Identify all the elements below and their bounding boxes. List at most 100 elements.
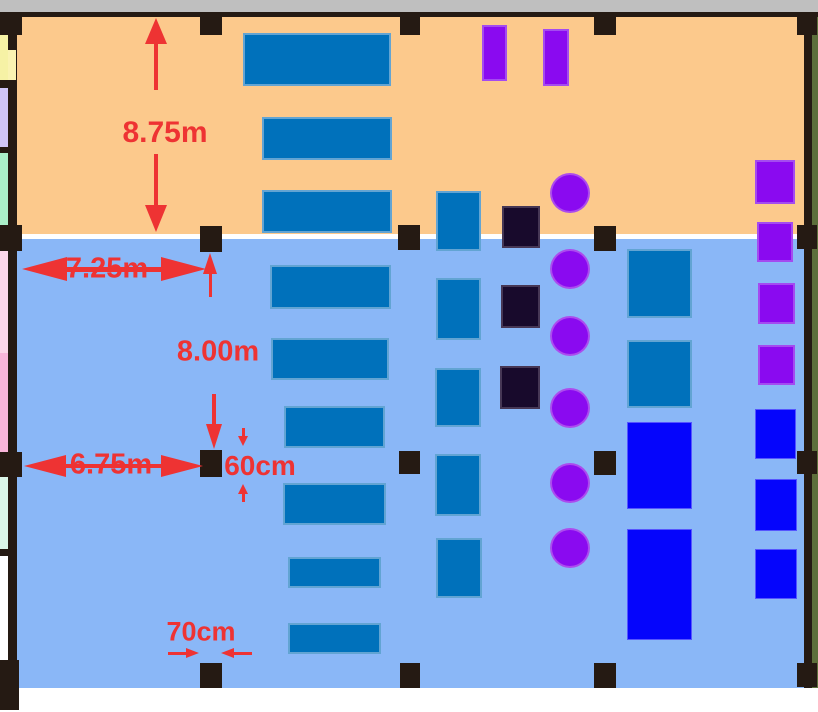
chair[interactable] <box>550 463 590 503</box>
desk[interactable] <box>243 33 391 86</box>
cabinet[interactable] <box>755 409 796 459</box>
structural-column <box>594 663 616 688</box>
structural-column <box>398 225 420 250</box>
dimension-label[interactable]: 8.00m <box>176 335 260 368</box>
dimension-arrow-head <box>161 455 203 477</box>
dimension-arrow-head <box>203 253 217 274</box>
cabinet[interactable] <box>755 479 797 531</box>
locker[interactable] <box>543 29 569 86</box>
dimension-arrow-head <box>221 648 234 658</box>
structural-column <box>797 225 817 249</box>
structural-column <box>200 450 222 477</box>
structural-column <box>594 451 616 475</box>
dimension-arrow-head <box>145 18 167 44</box>
desk[interactable] <box>262 117 392 160</box>
dimension-arrow-stem <box>208 272 212 297</box>
desk[interactable] <box>288 557 381 588</box>
dimension-label[interactable]: 6.75m <box>69 448 153 481</box>
dimension-arrow-stem <box>64 464 112 468</box>
dimension-arrow-stem <box>241 492 245 502</box>
chair[interactable] <box>550 528 590 568</box>
room-exterior-strip[interactable] <box>812 17 818 688</box>
structural-column <box>400 663 420 688</box>
dimension-arrow-stem <box>110 266 163 272</box>
room-lavender[interactable] <box>0 88 8 147</box>
structural-column <box>400 13 420 35</box>
cabinet[interactable] <box>755 549 797 599</box>
room-lightpink[interactable] <box>0 251 8 353</box>
desk[interactable] <box>627 249 692 318</box>
desk[interactable] <box>271 338 389 380</box>
dark[interactable] <box>502 206 540 248</box>
locker[interactable] <box>755 160 795 204</box>
chair[interactable] <box>550 316 590 356</box>
structural-column <box>797 13 817 35</box>
structural-column <box>399 451 420 474</box>
dimension-label[interactable]: 7.25m <box>65 252 149 285</box>
chair[interactable] <box>550 249 590 289</box>
locker[interactable] <box>758 283 795 324</box>
desk[interactable] <box>270 265 391 309</box>
room-yellow[interactable] <box>0 35 8 80</box>
left-wall-door-gap <box>8 50 16 80</box>
desk[interactable] <box>262 190 392 233</box>
structural-column <box>797 451 817 474</box>
dimension-arrow-head <box>238 436 248 446</box>
chair[interactable] <box>550 388 590 428</box>
structural-column <box>200 226 222 252</box>
room-orange-room[interactable] <box>17 17 804 234</box>
left-wall <box>8 12 17 705</box>
dark[interactable] <box>501 285 540 328</box>
dimension-arrow-head <box>161 257 206 281</box>
bottom-left-corner <box>0 660 19 710</box>
cabinet[interactable] <box>627 422 692 509</box>
dimension-arrow-head <box>205 424 222 449</box>
locker[interactable] <box>758 345 795 385</box>
dimension-arrow-head <box>22 257 67 281</box>
dark[interactable] <box>500 366 540 409</box>
dimension-label[interactable]: 60cm <box>224 450 296 481</box>
locker[interactable] <box>482 25 507 81</box>
dimension-arrow-stem <box>241 428 245 438</box>
dimension-label[interactable]: 8.75m <box>122 116 208 149</box>
room-palecyan[interactable] <box>0 477 8 549</box>
dimension-arrow-head <box>145 205 167 232</box>
dimension-arrow-stem <box>65 266 114 272</box>
desk[interactable] <box>436 278 481 340</box>
locker[interactable] <box>757 222 793 262</box>
left-wall-stub <box>0 80 17 88</box>
dimension-arrow-stem <box>232 651 252 655</box>
structural-column <box>200 13 222 35</box>
desk[interactable] <box>284 406 385 448</box>
right-wall <box>804 12 812 688</box>
dimension-arrow-stem <box>168 651 188 655</box>
cabinet[interactable] <box>627 529 692 640</box>
dimension-label[interactable]: 70cm <box>166 616 236 647</box>
dimension-arrow-stem <box>154 154 158 207</box>
desk[interactable] <box>436 191 481 251</box>
dimension-arrow-stem <box>109 464 163 468</box>
dimension-arrow-stem <box>154 42 158 90</box>
structural-column <box>0 13 22 35</box>
window-top-bar <box>0 0 818 12</box>
structural-column <box>0 225 22 251</box>
desk[interactable] <box>288 623 381 654</box>
left-wall-stub <box>0 549 13 556</box>
desk[interactable] <box>627 340 692 408</box>
dimension-arrow-head <box>186 648 199 658</box>
room-pink[interactable] <box>0 353 8 452</box>
desk[interactable] <box>283 483 386 525</box>
structural-column <box>594 226 616 251</box>
desk[interactable] <box>435 368 481 427</box>
structural-column <box>594 12 616 35</box>
structural-column <box>0 452 22 477</box>
room-mint[interactable] <box>0 153 8 225</box>
chair[interactable] <box>550 173 590 213</box>
structural-column <box>797 663 817 687</box>
structural-column <box>200 663 222 688</box>
desk[interactable] <box>435 454 481 516</box>
desk[interactable] <box>436 538 482 598</box>
left-wall-stub <box>0 147 17 153</box>
dimension-arrow-head <box>238 484 248 494</box>
